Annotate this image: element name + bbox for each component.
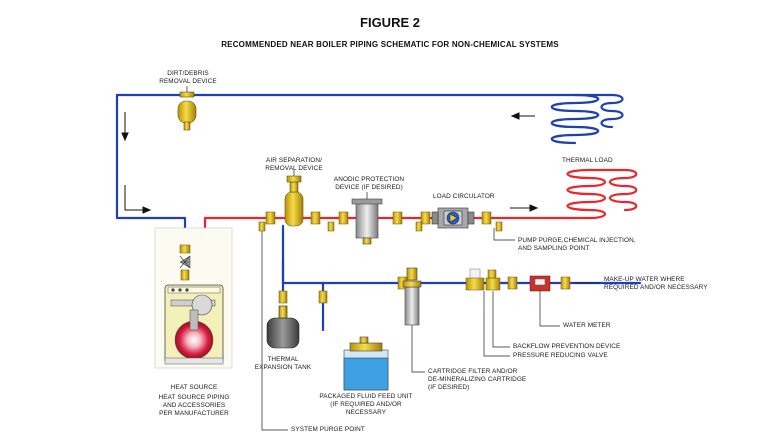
flow-arrows <box>121 112 539 214</box>
thermal-load-supply-coil <box>553 168 638 220</box>
fluid-feed-unit <box>343 336 389 391</box>
leader-pump-purge <box>493 228 515 241</box>
label-air-separation: AIR SEPARATION/ REMOVAL DEVICE <box>265 157 323 172</box>
label-water-meter: WATER METER <box>563 322 611 329</box>
makeup-branch <box>281 224 642 285</box>
boiler <box>154 227 233 369</box>
label-makeup-water: MAKE-UP WATER WHERE REQUIRED AND/OR NECE… <box>604 276 708 291</box>
label-expansion-tank: THERMAL EXPANSION TANK <box>254 356 312 371</box>
flow-arrow-bottom <box>124 185 145 211</box>
cartridge-filter <box>402 267 422 326</box>
flow-arrow-left-head <box>121 132 129 142</box>
makeup-components <box>465 268 551 292</box>
leader-water-meter <box>539 291 560 327</box>
figure-subtitle: RECOMMENDED NEAR BOILER PIPING SCHEMATIC… <box>221 40 559 49</box>
label-packaged-feed: PACKAGED FLUID FEED UNIT (IF REQUIRED AN… <box>319 393 413 416</box>
leader-backflow <box>492 291 510 348</box>
label-dirt-device: DIRT/DEBRIS REMOVAL DEVICE <box>159 70 217 85</box>
load-circulator <box>431 207 475 229</box>
leader-cartridge <box>411 325 425 373</box>
leader-system-purge <box>261 231 288 431</box>
label-cartridge: CARTRIDGE FILTER AND/OR DE-MINERALIZING … <box>428 368 527 391</box>
thermal-load-return-coil <box>550 93 600 145</box>
label-backflow: BACKFLOW PREVENTION DEVICE <box>513 343 621 350</box>
flow-arrow-right-head <box>529 204 539 212</box>
air-separator <box>284 175 304 227</box>
flow-arrow-top-head <box>510 112 520 120</box>
flow-arrow-bottom-head <box>142 206 152 214</box>
label-heat-source: HEAT SOURCE <box>170 384 218 391</box>
anodic-device <box>351 198 383 245</box>
label-anodic: ANODIC PROTECTION DEVICE (IF DESIRED) <box>333 176 405 191</box>
label-load-circulator: LOAD CIRCULATOR <box>433 193 495 200</box>
label-thermal-load: THERMAL LOAD <box>562 157 613 164</box>
leader-lines <box>186 86 600 431</box>
dirt-separator <box>177 91 197 131</box>
label-heat-source-piping: HEAT SOURCE PIPING AND ACCESSORIES PER M… <box>158 394 230 417</box>
leader-prv <box>483 291 510 357</box>
label-prv: PRESSURE REDUCING VALVE <box>513 352 608 359</box>
label-system-purge: SYSTEM PURGE POINT <box>291 426 365 433</box>
thermal-load-return-coil-2 <box>573 93 624 129</box>
expansion-tank <box>266 305 300 349</box>
valves <box>258 211 571 304</box>
label-pump-purge: PUMP PURGE,CHEMICAL INJECTION, AND SAMPL… <box>518 237 636 252</box>
figure-number: FIGURE 2 <box>360 15 420 30</box>
